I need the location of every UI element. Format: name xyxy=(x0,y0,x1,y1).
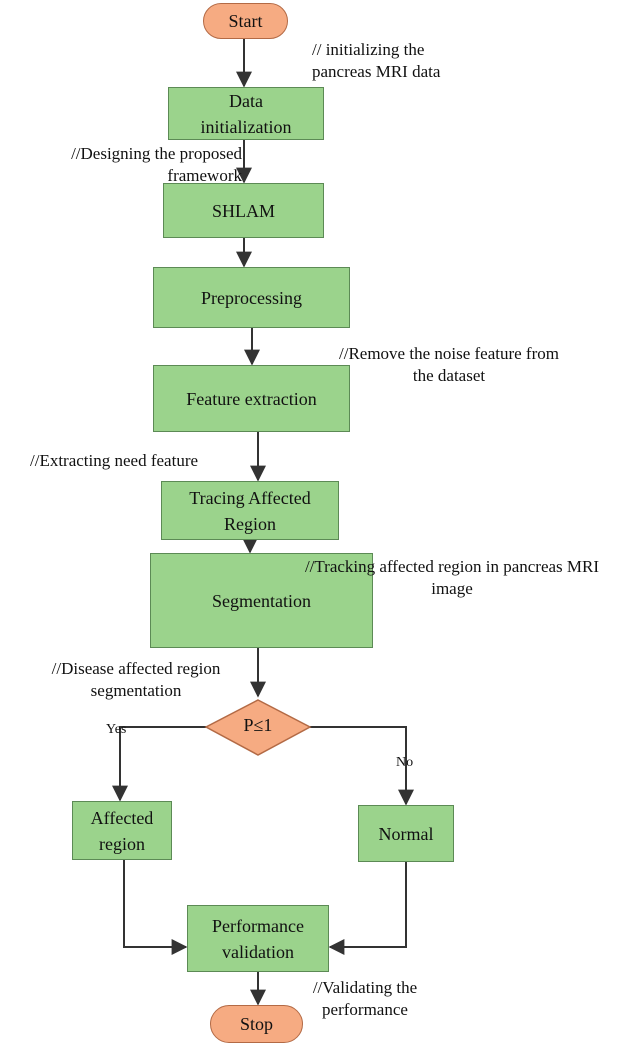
note-designing: //Designing the proposed framework xyxy=(71,144,242,185)
arrow-decision-no xyxy=(310,726,414,806)
note-validating: //Validating the performance xyxy=(312,978,418,1019)
start-terminal: Start xyxy=(203,3,288,39)
step-data-initialization-label: Data initialization xyxy=(200,90,292,137)
branch-no-label: No xyxy=(396,755,414,770)
step-data-initialization: Data initialization xyxy=(168,87,324,140)
step-performance-validation: Performance validation xyxy=(187,905,329,972)
step-shlam: SHLAM xyxy=(163,183,324,238)
stop-terminal: Stop xyxy=(210,1005,303,1043)
step-tracing-affected-region-label: Tracing Affected Region xyxy=(189,487,311,534)
step-segmentation: Segmentation xyxy=(150,553,373,648)
stop-label: Stop xyxy=(239,1013,273,1034)
step-preprocessing: Preprocessing xyxy=(153,267,350,328)
decision-diamond xyxy=(204,699,312,756)
step-tracing-affected-region: Tracing Affected Region xyxy=(161,481,339,540)
step-shlam-label: SHLAM xyxy=(211,200,275,221)
decision-label: P≤1 xyxy=(243,715,273,735)
arrow-affected-to-performance xyxy=(123,860,188,955)
note-remove-noise: //Remove the noise feature from the data… xyxy=(339,344,559,385)
step-feature-extraction: Feature extraction xyxy=(153,365,350,432)
note-initializing: // initializing the pancreas MRI data xyxy=(312,40,441,81)
step-affected-region: Affected region xyxy=(72,801,172,860)
step-performance-validation-label: Performance validation xyxy=(212,915,304,962)
arrow-normal-to-performance xyxy=(328,862,407,955)
note-extracting: //Extracting need feature xyxy=(30,451,199,470)
step-segmentation-label: Segmentation xyxy=(212,590,311,611)
step-preprocessing-label: Preprocessing xyxy=(201,287,302,308)
step-affected-region-label: Affected region xyxy=(90,807,154,854)
arrow-decision-yes xyxy=(112,726,206,802)
step-normal-label: Normal xyxy=(378,823,434,844)
note-disease: //Disease affected region segmentation xyxy=(51,659,221,700)
start-label: Start xyxy=(228,10,263,31)
step-normal: Normal xyxy=(358,805,454,862)
note-tracking: //Tracking affected region in pancreas M… xyxy=(304,557,600,598)
step-feature-extraction-label: Feature extraction xyxy=(186,388,317,409)
branch-yes-label: Yes xyxy=(106,722,127,737)
